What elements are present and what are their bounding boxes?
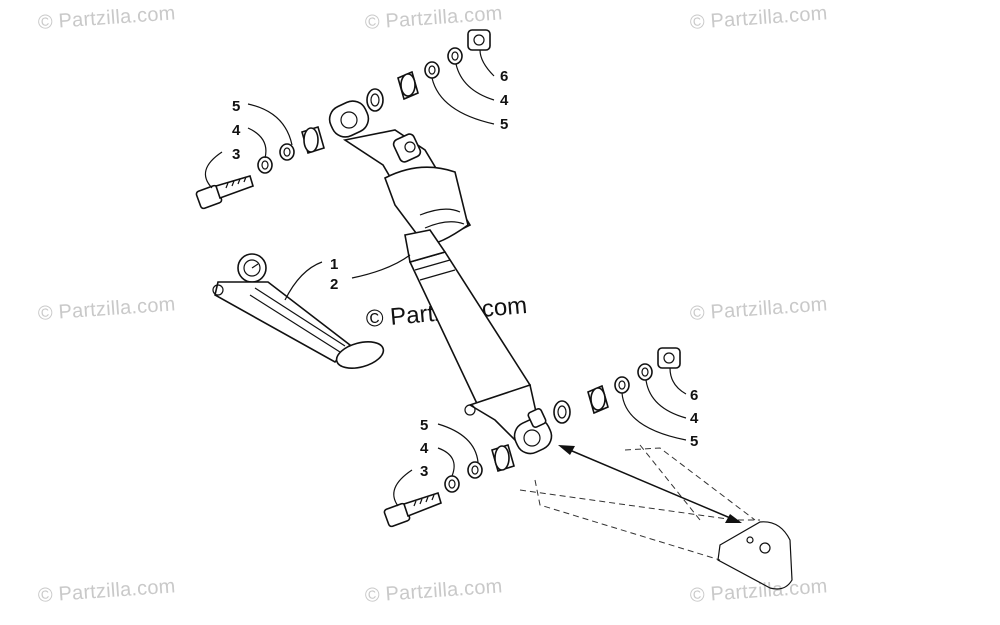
- shock-pump-gauge-icon[interactable]: [212, 253, 386, 373]
- bushing-icon[interactable]: [491, 443, 515, 473]
- callout-bottom-right-4: 4: [690, 410, 699, 427]
- callout-top-right-6: 6: [500, 68, 508, 85]
- lock-nut-icon[interactable]: [657, 347, 681, 369]
- callout-top-left-3: 3: [232, 146, 240, 163]
- callout-top-right-5: 5: [500, 116, 508, 133]
- washer-icon[interactable]: [637, 363, 653, 381]
- bushing-icon[interactable]: [301, 125, 325, 155]
- shock-absorber-icon[interactable]: [325, 96, 556, 458]
- callout-2: 2: [330, 276, 338, 293]
- flange-bolt-icon[interactable]: [195, 175, 254, 210]
- bushing-icon[interactable]: [553, 400, 571, 424]
- bushing-icon[interactable]: [587, 384, 609, 415]
- bushing-icon[interactable]: [366, 88, 384, 112]
- flange-bolt-icon[interactable]: [383, 491, 442, 528]
- washer-icon[interactable]: [467, 461, 483, 479]
- washer-icon[interactable]: [444, 475, 460, 493]
- callout-top-left-4: 4: [232, 122, 241, 139]
- washer-icon[interactable]: [447, 47, 463, 65]
- callout-top-right-4: 4: [500, 92, 509, 109]
- leader-lines: [204, 49, 687, 507]
- callout-bottom-right-6: 6: [690, 387, 698, 404]
- washer-icon[interactable]: [257, 156, 273, 174]
- assembly-arrow-icon: [558, 445, 742, 523]
- bushing-icon[interactable]: [397, 70, 419, 101]
- callout-top-left-5: 5: [232, 98, 240, 115]
- callout-bottom-left-3: 3: [420, 463, 428, 480]
- lock-nut-icon[interactable]: [467, 29, 491, 51]
- washer-icon[interactable]: [279, 143, 295, 161]
- callout-bottom-left-5: 5: [420, 417, 428, 434]
- washer-icon[interactable]: [424, 61, 440, 79]
- a-arm-icon: [519, 444, 793, 590]
- callout-1: 1: [330, 256, 338, 273]
- callout-bottom-left-4: 4: [420, 440, 429, 457]
- washer-icon[interactable]: [614, 376, 630, 394]
- callout-bottom-right-5: 5: [690, 433, 698, 450]
